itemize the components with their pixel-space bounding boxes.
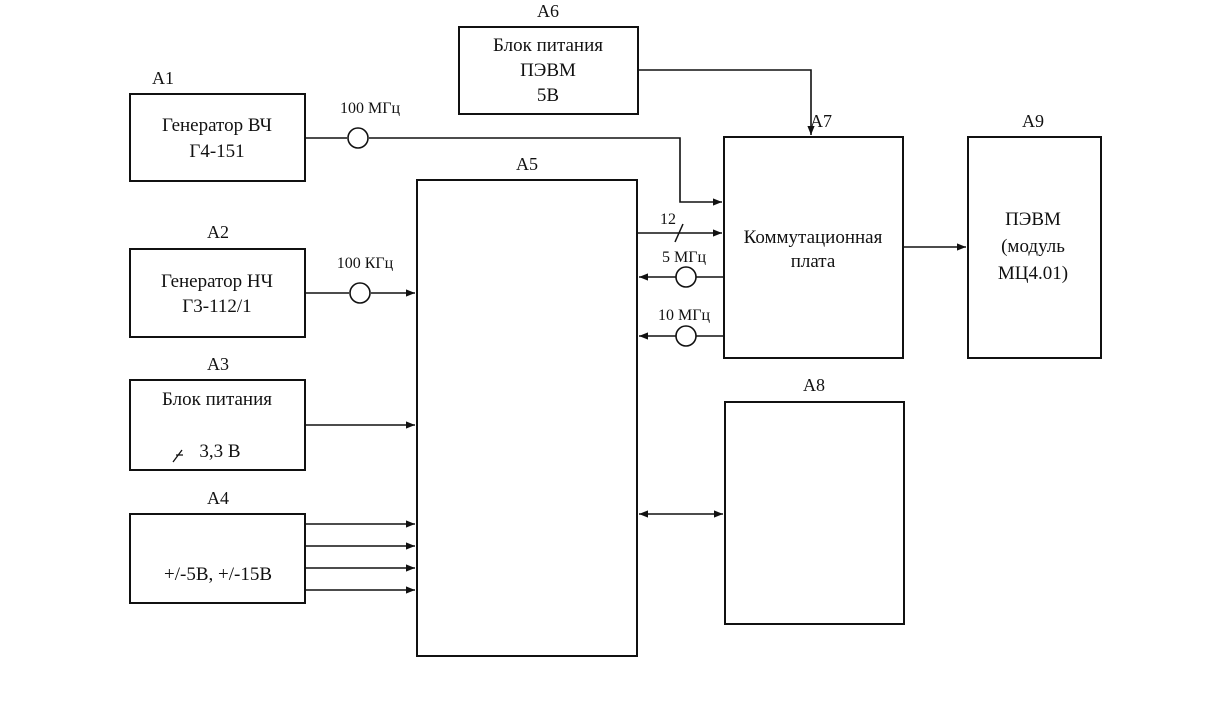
link-a6-a7 <box>638 69 815 135</box>
block-a6-line-3: 5В <box>537 85 559 106</box>
block-a2-box <box>129 248 306 338</box>
block-a9-id: A9 <box>1022 111 1044 131</box>
block-a6-line-2: ПЭВМ <box>520 60 576 81</box>
block-a5-id: A5 <box>516 154 538 174</box>
signal-label-clk5: 5 МГц <box>662 249 706 266</box>
block-a3: A3 Блок питания 3,3 В <box>129 354 306 471</box>
block-a1-line-1: Генератор ВЧ <box>162 115 272 136</box>
block-a1-id: A1 <box>152 68 174 88</box>
bus-slash <box>674 223 684 243</box>
block-a6-box <box>458 26 639 115</box>
connector-ring <box>347 127 369 149</box>
block-a4-line-1: +/-5В, +/-15В <box>164 564 272 585</box>
block-a3-id: A3 <box>207 354 229 374</box>
signal-label-bus-width: 12 <box>660 211 676 228</box>
link-a5-a7-bus: 12 <box>637 211 722 243</box>
block-a8-id: A8 <box>803 375 825 395</box>
block-a4: A4 +/-5В, +/-15В <box>129 488 306 604</box>
block-a9-box <box>967 136 1102 359</box>
block-a3-line-2: 3,3 В <box>199 441 240 462</box>
block-a8: A8 <box>724 375 905 625</box>
wire <box>638 69 815 135</box>
connector-ring <box>675 266 697 288</box>
block-a5: A5 <box>416 154 638 657</box>
block-a9-line-1: ПЭВМ <box>1005 209 1061 230</box>
signal-label-lf: 100 КГц <box>337 255 394 272</box>
block-a3-line-1: Блок питания <box>162 389 272 410</box>
link-a7-a5-10mhz: 10 МГц <box>639 307 724 347</box>
block-a5-box <box>416 179 638 657</box>
link-a4-a5 <box>305 520 415 594</box>
block-a7-line-1: Коммутационная <box>744 227 883 248</box>
link-a2-a5: 100 КГц <box>305 255 415 304</box>
block-a9-line-2: (модуль <box>1001 236 1065 257</box>
block-a8-box <box>724 401 905 625</box>
block-a7-box <box>723 136 904 359</box>
block-a1-box <box>129 93 306 182</box>
connector-ring <box>675 325 697 347</box>
block-a2: A2 Генератор НЧ Г3-112/1 <box>129 222 306 338</box>
block-a9-line-3: МЦ4.01) <box>998 263 1068 284</box>
block-a4-box <box>129 513 306 604</box>
block-a1-line-2: Г4-151 <box>189 141 244 162</box>
block-a4-id: A4 <box>207 488 229 508</box>
block-a9: A9 ПЭВМ (модуль МЦ4.01) <box>967 111 1102 359</box>
block-a6-id: A6 <box>537 1 559 21</box>
block-a7-id: A7 <box>810 111 832 131</box>
signal-label-clk10: 10 МГц <box>658 307 710 324</box>
scan-mark <box>172 449 183 463</box>
block-a2-line-1: Генератор НЧ <box>161 271 273 292</box>
block-a1: A1 Генератор ВЧ Г4-151 <box>129 68 306 182</box>
block-a3-box <box>129 379 306 471</box>
signal-label-hf: 100 МГц <box>340 100 400 117</box>
wire <box>369 137 722 206</box>
block-a6: A6 Блок питания ПЭВМ 5В <box>458 1 639 115</box>
block-a7: A7 Коммутационная плата <box>723 111 904 359</box>
block-a2-line-2: Г3-112/1 <box>182 296 251 317</box>
block-a7-line-2: плата <box>791 251 836 272</box>
connector-ring <box>349 282 371 304</box>
block-a2-id: A2 <box>207 222 229 242</box>
link-a7-a5-5mhz: 5 МГц <box>639 249 724 288</box>
link-a1-a7: 100 МГц <box>305 100 722 206</box>
block-a6-line-1: Блок питания <box>493 35 603 56</box>
